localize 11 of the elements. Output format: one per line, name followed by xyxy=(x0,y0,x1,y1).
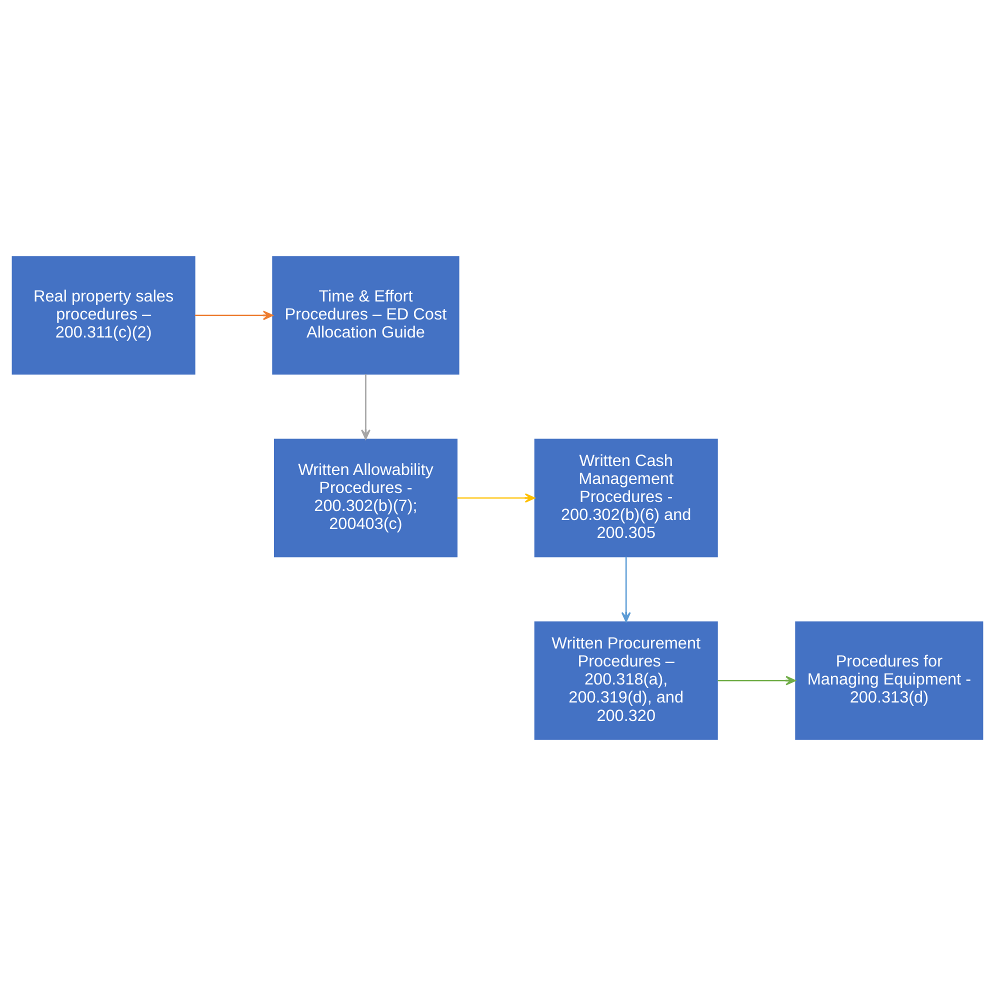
arrow xyxy=(360,374,370,440)
node-box: Written Procurement Procedures – 200.318(a), 200.319(d), and 200.320 xyxy=(534,620,718,740)
arrow xyxy=(621,556,631,622)
node-box: Time & Effort Procedures – ED Cost Allocation Guide xyxy=(272,256,460,374)
node-box: Written Allowability Procedures - 200.302(b)(7); 200403(c) xyxy=(274,438,458,557)
node-box: Procedures for Managing Equipment - 200.313(d) xyxy=(795,620,984,740)
arrow xyxy=(718,675,796,685)
node-box: Written Cash Management Procedures - 200.302(b)(6) and 200.305 xyxy=(534,438,718,557)
arrow xyxy=(194,310,274,320)
node-box: Real property sales procedures – 200.311(c)(2) xyxy=(12,256,196,374)
arrow xyxy=(457,492,536,502)
